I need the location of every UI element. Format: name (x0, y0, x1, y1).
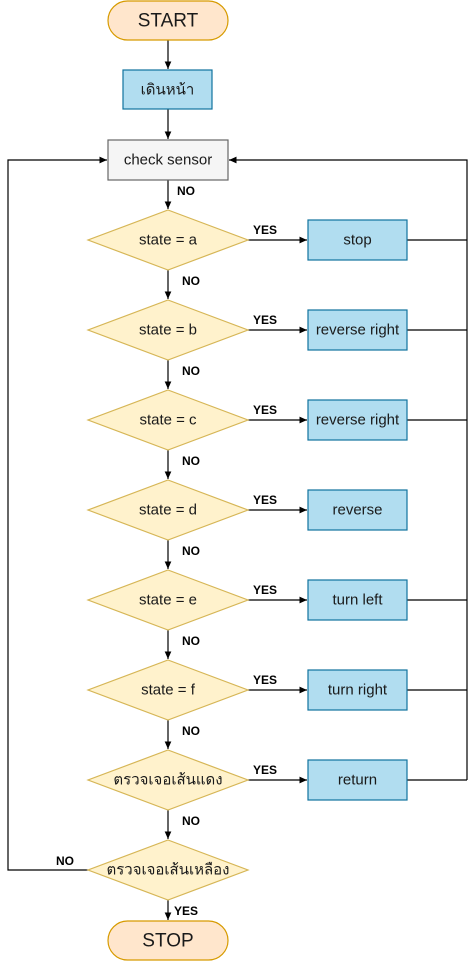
decision-shape (86, 659, 250, 721)
action-shape (307, 669, 408, 711)
decision-red-line: ตรวจเจอเส้นแดง (86, 749, 250, 811)
stop-label: STOP (142, 931, 193, 952)
decision-label: ตรวจเจอเส้นแดง (113, 772, 222, 789)
no-label-state-f: NO (182, 724, 200, 738)
action-state-e: turn left (307, 579, 408, 621)
action-label: reverse (332, 502, 382, 519)
yes-label-state-f: YES (253, 673, 277, 687)
check-sensor-process: check sensor (107, 139, 229, 181)
forward-label: เดินหน้า (141, 82, 195, 99)
yes-label-state-c: YES (253, 403, 277, 417)
decision-label: ตรวจเจอเส้นเหลือง (106, 862, 229, 879)
no-label-state-c: NO (182, 454, 200, 468)
action-shape (307, 309, 408, 351)
decision-state-e: state = e (86, 569, 250, 631)
decision-nodes: state = a state = b state = c state = d stat… (86, 209, 250, 901)
action-label: return (338, 772, 377, 789)
decision-shape (86, 479, 250, 541)
decision-shape (86, 569, 250, 631)
connectors: NO YES NO YES NO YES NO YES NO YES NO YES NO YES NO YES… (7, 40, 468, 920)
check-sensor-label: check sensor (124, 152, 212, 169)
decision-label: state = f (141, 682, 196, 699)
edge-loop-right (229, 156, 468, 780)
decision-label: state = a (139, 232, 198, 249)
yes-label-state-e: YES (253, 583, 277, 597)
action-shape (307, 399, 408, 441)
decision-state-b: state = b (86, 299, 250, 361)
yes-label-yellow-line: YES (174, 904, 198, 918)
decision-state-f: state = f (86, 659, 250, 721)
action-state-a: stop (307, 219, 408, 261)
no-label-red-line: NO (182, 814, 200, 828)
decision-state-c: state = c (86, 389, 250, 451)
start-terminal: START (107, 0, 229, 41)
yes-label-state-a: YES (253, 223, 277, 237)
yes-label-state-b: YES (253, 313, 277, 327)
action-label: reverse right (316, 322, 400, 339)
action-red-line: return (307, 759, 408, 801)
no-label-state-e: NO (182, 634, 200, 648)
action-state-f: turn right (307, 669, 408, 711)
action-nodes: stop reverse right reverse right reverse tur… (307, 219, 408, 801)
action-state-d: reverse (307, 489, 408, 531)
action-shape (307, 579, 408, 621)
no-label-state-b: NO (182, 364, 200, 378)
decision-shape (86, 839, 250, 901)
no-label-state-d: NO (182, 544, 200, 558)
decision-state-d: state = d (86, 479, 250, 541)
action-label: turn right (328, 682, 388, 699)
edge-loop-left (7, 156, 107, 871)
action-state-b: reverse right (307, 309, 408, 351)
decision-shape (86, 299, 250, 361)
no-label-yellow-line: NO (56, 854, 74, 868)
decision-state-a: state = a (86, 209, 250, 271)
decision-shape (86, 389, 250, 451)
action-shape (307, 219, 408, 261)
stop-terminal: STOP (107, 920, 229, 961)
action-label: reverse right (316, 412, 400, 429)
forward-process: เดินหน้า (122, 69, 213, 110)
action-shape (307, 489, 408, 531)
decision-shape (86, 749, 250, 811)
decision-shape (86, 209, 250, 271)
no-label-check: NO (177, 184, 195, 198)
decision-label: state = e (139, 592, 197, 609)
yes-label-red-line: YES (253, 763, 277, 777)
decision-label: state = b (139, 322, 197, 339)
decision-label: state = c (139, 412, 197, 429)
action-shape (307, 759, 408, 801)
decision-yellow-line: ตรวจเจอเส้นเหลือง (86, 839, 250, 901)
decision-label: state = d (139, 502, 197, 519)
yes-label-state-d: YES (253, 493, 277, 507)
no-label-state-a: NO (182, 274, 200, 288)
action-label: stop (343, 232, 371, 249)
action-label: turn left (332, 592, 383, 609)
action-state-c: reverse right (307, 399, 408, 441)
start-label: START (138, 11, 199, 32)
